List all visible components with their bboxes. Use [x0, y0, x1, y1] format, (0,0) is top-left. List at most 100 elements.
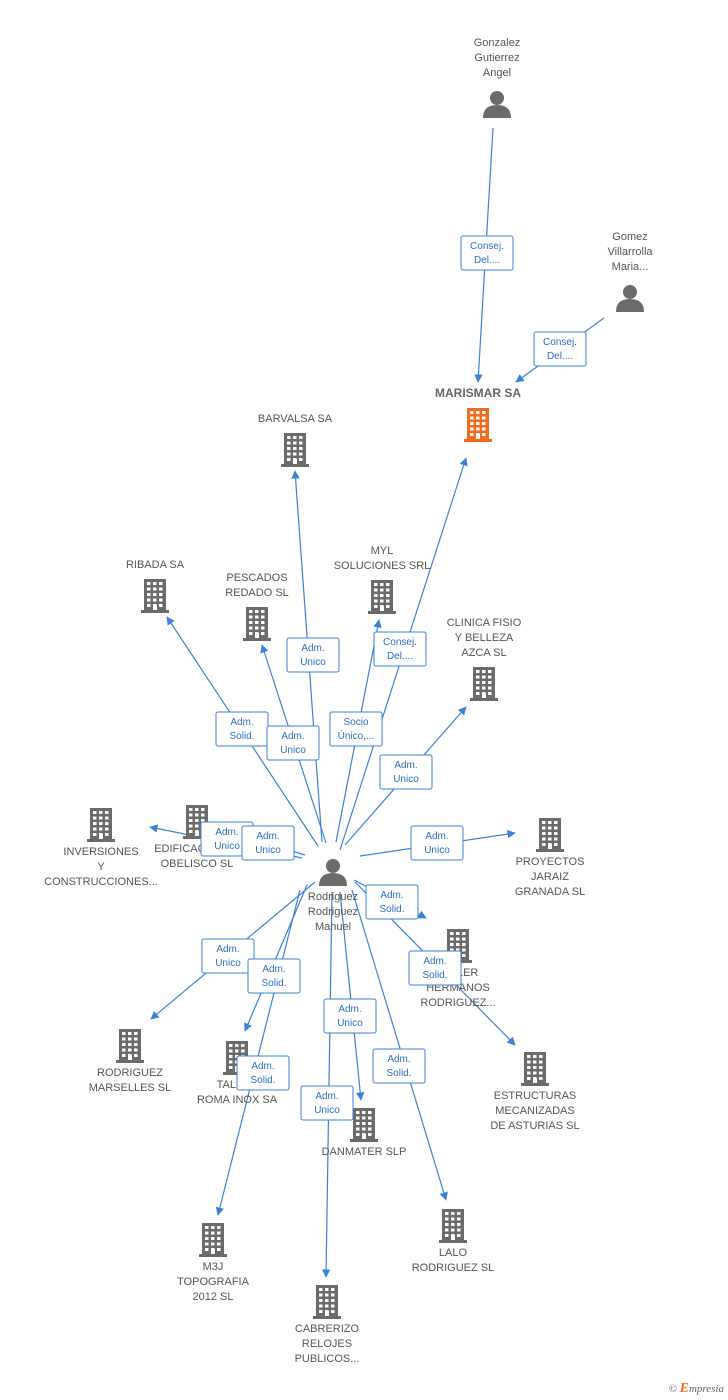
node-label: Manuel	[315, 921, 351, 933]
node-label: REDADO SL	[225, 587, 289, 599]
edge-label-text: Unico	[393, 774, 419, 785]
edge-label-lalo[interactable]: Adm. Solid.	[372, 1048, 426, 1084]
node-label: OBELISCO SL	[161, 858, 234, 870]
edge-label-danmater[interactable]: Adm.Unico	[323, 998, 377, 1034]
edge-label-cabrerizo[interactable]: Adm.Unico	[300, 1085, 354, 1121]
node-label: RIBADA SA	[126, 559, 185, 571]
edge-label-estructuras[interactable]: Adm.Solid.	[408, 950, 462, 986]
edge-label-taller_hermanos[interactable]: Adm.Solid.	[365, 884, 419, 920]
building-icon	[313, 1285, 341, 1319]
edge-label-text: Unico	[215, 958, 241, 969]
building-icon	[199, 1223, 227, 1257]
node-label: Rodriguez	[308, 891, 358, 903]
copyright-symbol: ©	[668, 1383, 677, 1395]
building-icon	[243, 607, 271, 641]
edge-label-text: Adm.	[215, 827, 238, 838]
person-icon	[483, 91, 511, 118]
node-label: M3J	[203, 1261, 224, 1273]
edge-label-myl[interactable]: SocioÚnico,...	[329, 711, 383, 747]
edge-label-marismar[interactable]: Consej.Del....	[533, 331, 587, 367]
edge-label-text: Adm.	[425, 831, 448, 842]
building-icon	[368, 580, 396, 614]
edge-label-marismar[interactable]: Consej.Del....	[373, 631, 427, 667]
person-icon	[616, 285, 644, 312]
node-gomez[interactable]: GomezVillarrollaMaria...	[607, 231, 653, 312]
node-label: CONSTRUCCIONES...	[44, 876, 158, 888]
edge-label-text: Adm.	[380, 890, 403, 901]
edge-label-inversiones[interactable]: Adm. Unico	[200, 821, 254, 857]
edge-label-m3j[interactable]: Adm.Solid.	[236, 1055, 290, 1091]
edge-label-edificaciones[interactable]: Adm.Unico	[241, 825, 295, 861]
edge-label-text: Adm.	[230, 717, 253, 728]
building-icon	[536, 818, 564, 852]
node-label: MYL	[371, 545, 394, 557]
node-label: CLINICA FISIO	[447, 617, 522, 629]
node-label: ROMA INOX SA	[197, 1094, 278, 1106]
node-ribada[interactable]: RIBADA SA	[126, 559, 185, 613]
node-lalo[interactable]: LALO RODRIGUEZ SL	[412, 1209, 495, 1274]
node-label: LALO	[439, 1247, 468, 1259]
node-label: PESCADOS	[226, 572, 287, 584]
edge-label-barvalsa[interactable]: Adm. Unico	[286, 637, 340, 673]
edge-label-text: Unico	[280, 745, 306, 756]
edge-label-pescados[interactable]: Adm.Unico	[266, 725, 320, 761]
person-icon	[319, 859, 347, 886]
edge-label-text: Solid.	[422, 970, 447, 981]
node-label: TOPOGRAFIA	[177, 1276, 250, 1288]
edge-label-text: Del....	[387, 651, 413, 662]
edge-rodriguez_manuel-m3j	[215, 889, 301, 1216]
edge-label-taller_roma[interactable]: Adm.Solid.	[247, 958, 301, 994]
edge-label-clinica[interactable]: Adm. Unico	[379, 754, 433, 790]
edge-label-text: Adm.	[394, 760, 417, 771]
building-icon	[281, 433, 309, 467]
node-barvalsa[interactable]: BARVALSA SA	[258, 413, 333, 467]
node-myl[interactable]: MYL SOLUCIONES SRL	[334, 545, 431, 614]
edge-label-ribada[interactable]: Adm.Solid.	[215, 711, 269, 747]
node-pescados[interactable]: PESCADOS REDADO SL	[225, 572, 289, 641]
edge-label-text: Unico	[314, 1105, 340, 1116]
node-label: Villarrolla	[607, 246, 653, 258]
node-label: MARSELLES SL	[89, 1082, 172, 1094]
edge-label-text: Adm.	[256, 831, 279, 842]
node-label: RODRIGUEZ SL	[412, 1262, 495, 1274]
edge-rodriguez_manuel-cabrerizo	[321, 891, 333, 1278]
edge-label-rodriguez_marselles[interactable]: Adm. Unico	[201, 938, 255, 974]
edge-label-text: Adm.	[301, 643, 324, 654]
node-label: CABRERIZO	[295, 1323, 360, 1335]
node-label: SOLUCIONES SRL	[334, 560, 431, 572]
node-inversiones[interactable]: INVERSIONESYCONSTRUCCIONES...	[44, 808, 158, 888]
edge-label-text: Consej.	[470, 241, 504, 252]
node-cabrerizo[interactable]: CABRERIZORELOJESPUBLICOS...	[295, 1285, 360, 1365]
edge-label-marismar[interactable]: Consej.Del....	[460, 235, 514, 271]
edge-label-text: Unico	[337, 1018, 363, 1029]
edge-label-text: Único,...	[338, 729, 375, 742]
node-label: Gonzalez	[474, 37, 520, 49]
nodes-layer: GonzalezGutierrezAngelGomezVillarrollaMa…	[44, 37, 653, 1365]
node-label: RODRIGUEZ...	[420, 997, 495, 1009]
node-label: MECANIZADAS	[495, 1105, 574, 1117]
node-label: JARAIZ	[531, 871, 569, 883]
edge-rodriguez_manuel-lalo	[351, 889, 448, 1201]
edge-label-text: Unico	[300, 657, 326, 668]
edge-label-proyectos[interactable]: Adm.Unico	[410, 825, 464, 861]
node-label: Y BELLEZA	[455, 632, 514, 644]
edge-label-text: Solid.	[386, 1068, 411, 1079]
node-marismar[interactable]: MARISMAR SA	[435, 386, 521, 442]
footer-brand[interactable]: © Empresia	[669, 1381, 725, 1397]
node-label: PROYECTOS	[516, 856, 585, 868]
edge-labels-layer: Consej.Del....Consej.Del....Consej.Del..…	[200, 235, 587, 1121]
node-label: Y	[97, 861, 105, 873]
edge-label-text: Adm.	[216, 944, 239, 955]
node-label: ESTRUCTURAS	[494, 1090, 577, 1102]
edge-label-text: Adm.	[387, 1054, 410, 1065]
edge-label-text: Unico	[214, 841, 240, 852]
node-label: DANMATER SLP	[322, 1146, 407, 1158]
node-danmater[interactable]: DANMATER SLP	[322, 1108, 407, 1158]
